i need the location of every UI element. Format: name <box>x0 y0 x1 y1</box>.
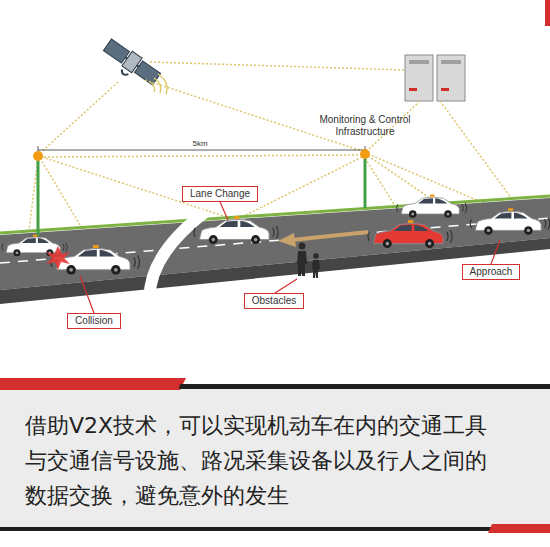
callout-box: Collision <box>67 313 121 329</box>
pedestrian <box>297 243 320 279</box>
dimension-label: 5km <box>180 139 220 149</box>
callout-box: Obstacles <box>244 293 304 309</box>
collision-burst <box>46 246 70 270</box>
callout-text: Obstacles <box>252 295 296 306</box>
callout-box: Approach <box>462 264 521 280</box>
server <box>405 55 465 101</box>
callout-text: Lane Change <box>190 188 250 199</box>
callout-text: Collision <box>75 315 113 326</box>
callout-text: Approach <box>470 266 513 277</box>
callout-box: Lane Change <box>182 186 258 202</box>
caption-text: 借助V2X技术，可以实现机动车在内的交通工具与交通信号设施、路况采集设备以及行人… <box>25 408 495 513</box>
leader-line <box>80 202 500 313</box>
infrastructure-label: Monitoring & Control Infrastructure <box>309 114 421 138</box>
